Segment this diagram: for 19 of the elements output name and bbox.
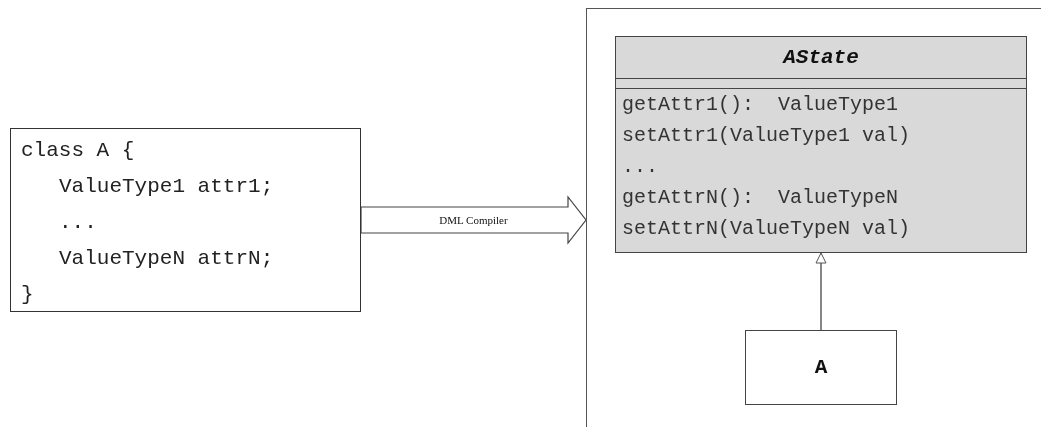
class-box	[745, 330, 897, 405]
code-box	[10, 128, 361, 312]
method-signature: setAttrN(ValueTypeN val)	[622, 216, 911, 242]
code-line: ValueType1 attr1;	[58, 174, 274, 200]
code-line: }	[21, 282, 34, 308]
code-line: ValueTypeN attrN;	[58, 246, 274, 272]
method-signature: setAttr1(ValueType1 val)	[622, 123, 911, 149]
method-signature: ...	[622, 154, 658, 180]
class-name: A	[814, 356, 828, 379]
edge-label: DML Compiler	[437, 214, 510, 226]
code-line: ...	[58, 210, 97, 236]
code-line: class A {	[21, 138, 135, 164]
inheritance-arrow	[815, 252, 827, 331]
block-arrow	[360, 195, 587, 245]
method-signature: getAttr1(): ValueType1	[622, 92, 899, 118]
boundary-frame	[586, 8, 1041, 427]
method-signature: getAttrN(): ValueTypeN	[622, 185, 899, 211]
class-box	[615, 36, 1027, 253]
class-name: AState	[616, 37, 1026, 79]
